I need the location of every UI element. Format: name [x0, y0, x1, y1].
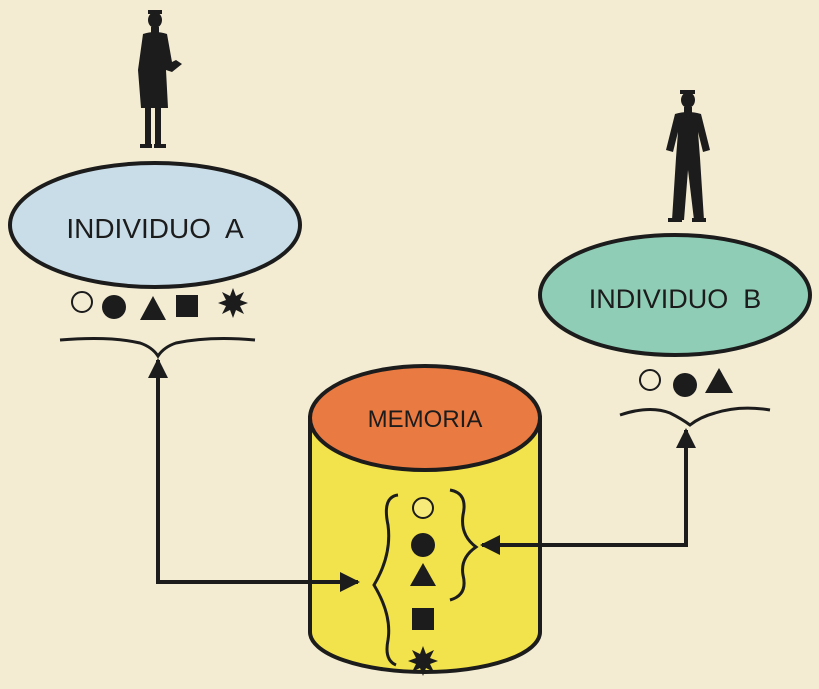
filled-circle-icon — [673, 373, 697, 397]
individuo-a-brace — [59, 337, 256, 359]
star-burst-icon — [408, 646, 438, 676]
memoria-label: MEMORIA — [368, 406, 483, 433]
memoria-left-brace — [372, 493, 399, 667]
individuo-a-symbols — [71, 288, 248, 320]
person-b-figure-icon — [666, 90, 710, 222]
filled-circle-icon — [411, 533, 435, 557]
triangle-icon — [705, 368, 733, 393]
memoria-right-brace — [449, 488, 479, 602]
empty-circle-icon — [412, 497, 434, 519]
individuo-b-node — [538, 233, 812, 357]
arrow-individuo-b-memoria — [480, 428, 696, 555]
square-icon — [176, 295, 198, 317]
empty-circle-icon — [639, 369, 661, 391]
individuo-a-node — [8, 161, 302, 289]
memoria-symbols — [408, 497, 438, 676]
square-icon — [412, 608, 434, 630]
filled-circle-icon — [102, 295, 126, 319]
empty-circle-icon — [71, 291, 93, 313]
individuo-b-symbols — [639, 368, 733, 397]
triangle-icon — [140, 296, 166, 320]
arrow-individuo-a-memoria — [148, 358, 360, 592]
individuo-b-brace — [619, 406, 771, 427]
triangle-icon — [410, 563, 436, 586]
individuo-a-label: INDIVIDUO A — [66, 213, 244, 244]
person-a-figure-icon — [138, 10, 182, 148]
individuo-b-label: INDIVIDUO B — [589, 284, 762, 314]
star-burst-icon — [218, 288, 248, 318]
